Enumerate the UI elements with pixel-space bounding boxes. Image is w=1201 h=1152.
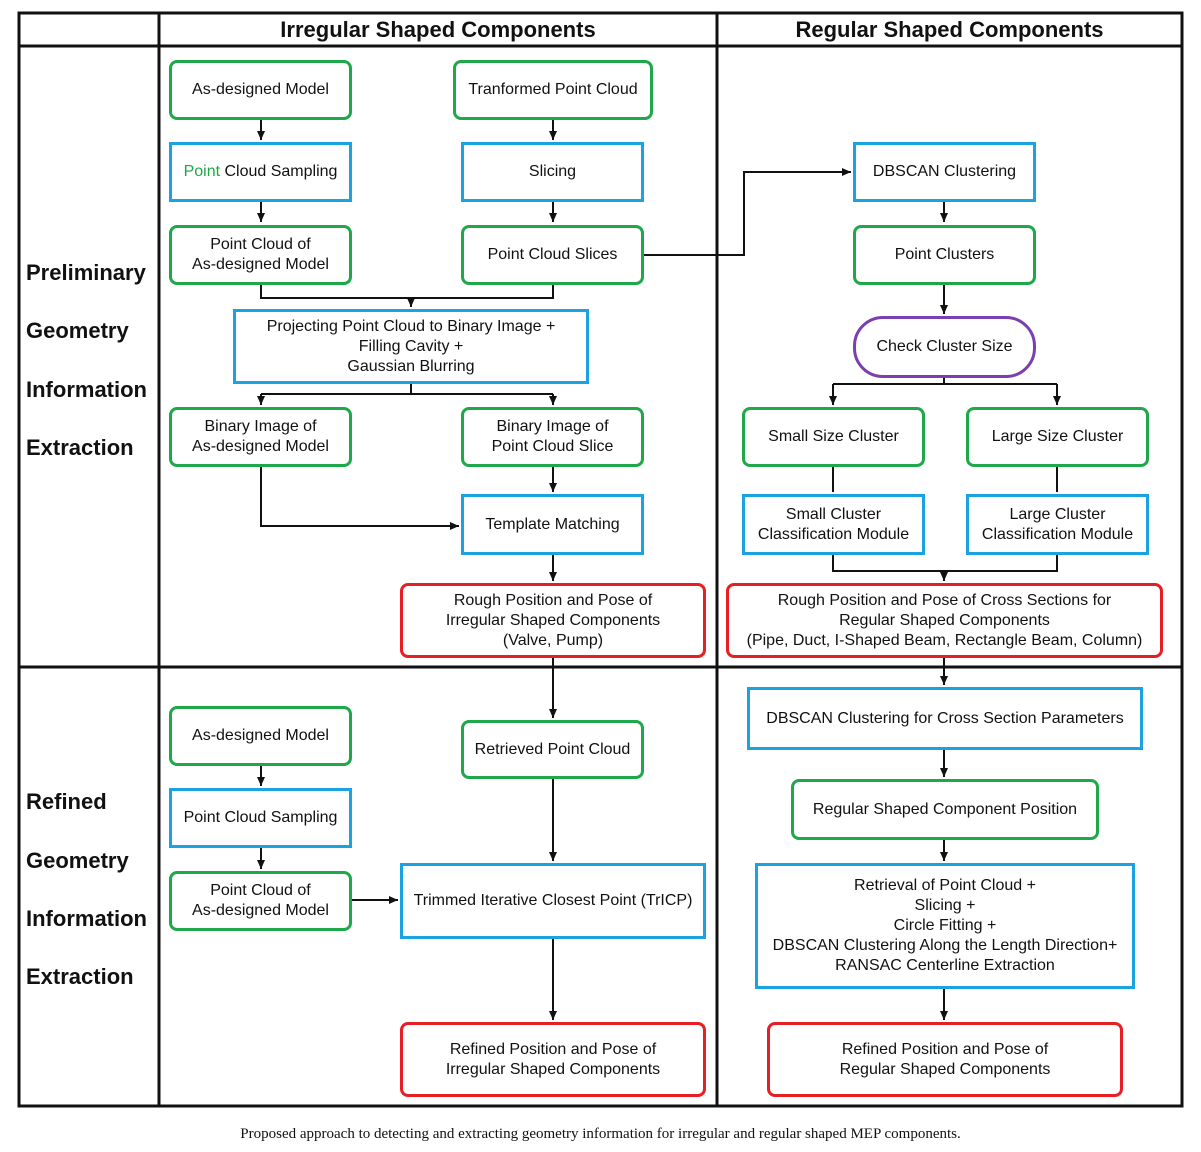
node-rough-regular: Rough Position and Pose of Cross Section… (726, 583, 1163, 658)
node-refined-irregular: Refined Position and Pose of Irregular S… (400, 1022, 706, 1097)
row-label-preliminary-4: Extraction (26, 435, 134, 460)
row-label-refined-2: Geometry (26, 848, 129, 873)
node-point-cloud-of-model: Point Cloud of As-designed Model (169, 225, 352, 285)
node-slicing: Slicing (461, 142, 644, 202)
node-regular-position: Regular Shaped Component Position (791, 779, 1099, 840)
node-dbscan-clustering: DBSCAN Clustering (853, 142, 1036, 202)
node-binary-image-slice: Binary Image of Point Cloud Slice (461, 407, 644, 467)
node-as-designed-model-refined: As-designed Model (169, 706, 352, 766)
node-transformed-point-cloud: Tranformed Point Cloud (453, 60, 653, 120)
node-small-size-cluster: Small Size Cluster (742, 407, 925, 467)
node-point-cloud-slices: Point Cloud Slices (461, 225, 644, 285)
node-small-cluster-module: Small Cluster Classification Module (742, 494, 925, 555)
node-template-matching: Template Matching (461, 494, 644, 555)
node-large-size-cluster: Large Size Cluster (966, 407, 1149, 467)
node-binary-image-model: Binary Image of As-designed Model (169, 407, 352, 467)
node-rough-irregular: Rough Position and Pose of Irregular Sha… (400, 583, 706, 658)
node-point-cloud-of-model-refined: Point Cloud of As-designed Model (169, 871, 352, 931)
row-label-refined-3: Information (26, 906, 147, 931)
node-point-clusters: Point Clusters (853, 225, 1036, 285)
node-refined-regular: Refined Position and Pose of Regular Sha… (767, 1022, 1123, 1097)
node-retrieved-point-cloud: Retrieved Point Cloud (461, 720, 644, 779)
node-retrieval-steps: Retrieval of Point Cloud + Slicing + Cir… (755, 863, 1135, 989)
header-irregular: Irregular Shaped Components (280, 17, 596, 42)
row-label-refined-4: Extraction (26, 964, 134, 989)
table-frame (17, 11, 1184, 1108)
row-label-refined-1: Refined (26, 789, 107, 814)
node-point-cloud-sampling: Point Cloud Sampling (169, 142, 352, 202)
node-as-designed-model: As-designed Model (169, 60, 352, 120)
header-regular: Regular Shaped Components (795, 17, 1104, 42)
row-label-preliminary-2: Geometry (26, 318, 129, 343)
node-dbscan-cross-section: DBSCAN Clustering for Cross Section Para… (747, 687, 1143, 750)
row-label-preliminary-3: Information (26, 377, 147, 402)
figure-caption: Proposed approach to detecting and extra… (240, 1126, 961, 1142)
row-label-preliminary-1: Preliminary (26, 260, 146, 285)
node-projecting: Projecting Point Cloud to Binary Image +… (233, 309, 589, 384)
node-point-cloud-sampling-refined: Point Cloud Sampling (169, 788, 352, 848)
node-check-cluster-size: Check Cluster Size (853, 316, 1036, 378)
node-trimmed-icp: Trimmed Iterative Closest Point (TrICP) (400, 863, 706, 939)
node-large-cluster-module: Large Cluster Classification Module (966, 494, 1149, 555)
